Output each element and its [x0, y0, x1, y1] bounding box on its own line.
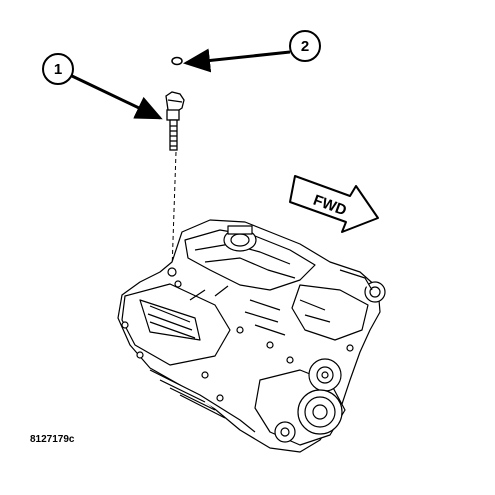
figure-id: 8127179c [30, 434, 75, 445]
callout-2: 2 [289, 30, 321, 62]
install-path-line [171, 151, 177, 271]
bolt [165, 91, 185, 151]
callout-2-label: 2 [301, 38, 309, 55]
forward-arrow: FWD [289, 175, 379, 233]
callout-1-arrow [71, 74, 163, 120]
engine-assembly [117, 219, 386, 453]
callout-1-label: 1 [54, 61, 62, 78]
washer [171, 56, 183, 66]
callout-1: 1 [42, 53, 74, 85]
callout-2-arrow [183, 48, 291, 73]
